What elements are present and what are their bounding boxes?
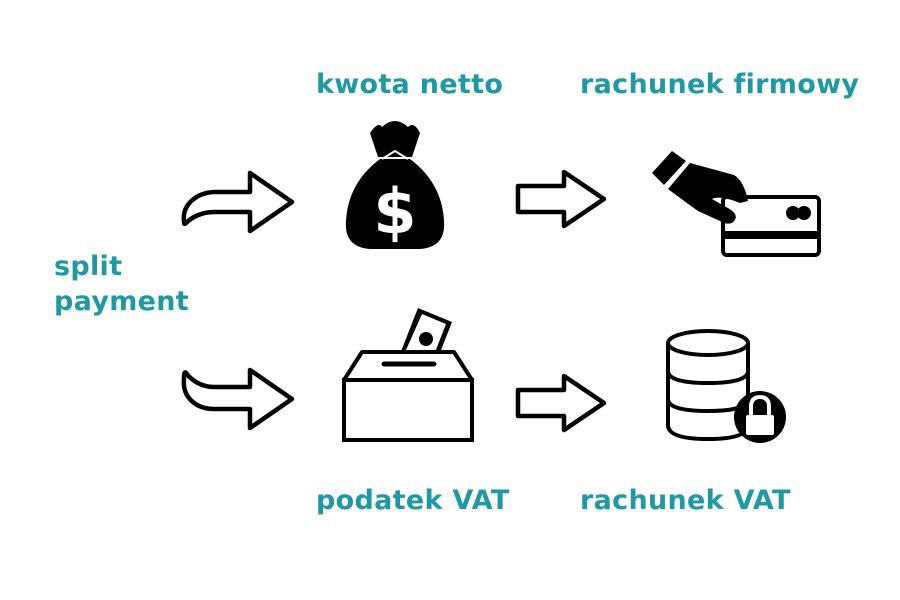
- company-account-label: rachunek firmowy: [580, 69, 860, 100]
- database-lock-icon: [660, 325, 790, 445]
- hand-card-icon: [650, 145, 825, 260]
- arrow-right-icon-bottom: [514, 372, 608, 434]
- vat-account-label: rachunek VAT: [580, 485, 791, 516]
- source-label-line2: payment: [54, 286, 189, 317]
- curved-arrow-down-icon: [178, 365, 298, 435]
- source-label-line1: split: [54, 251, 123, 282]
- ballot-box-money-icon: [340, 302, 475, 447]
- dollar-sign: $: [373, 175, 416, 248]
- vat-tax-label: podatek VAT: [316, 485, 510, 516]
- money-bag-icon: $: [340, 113, 450, 253]
- net-amount-label: kwota netto: [316, 69, 504, 100]
- arrow-right-icon-top: [514, 168, 608, 230]
- curved-arrow-up-icon: [178, 165, 298, 235]
